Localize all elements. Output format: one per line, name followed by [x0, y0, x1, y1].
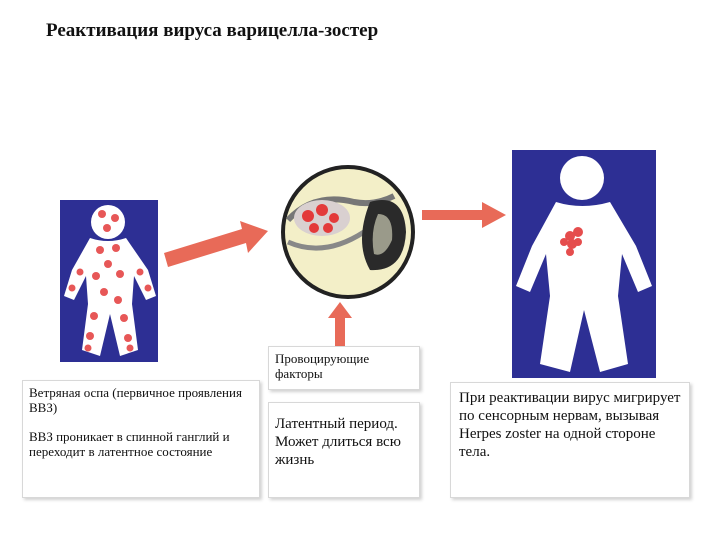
triggers-box: Провоцирующие факторы	[268, 346, 420, 390]
body-silhouette-icon	[64, 205, 156, 356]
latent-period-text: Латентный период. Может длиться всю жизн…	[275, 416, 401, 468]
reactivation-box: При реактивации вирус мигрирует по сенсо…	[450, 382, 690, 498]
primary-infection-text: Ветряная оспа (первичное проявления ВВЗ)	[29, 385, 242, 415]
reactivation-text: При реактивации вирус мигрирует по сенсо…	[459, 390, 681, 460]
arrow-right-icon	[164, 221, 268, 267]
primary-infection-box: Ветряная оспа (первичное проявления ВВЗ)…	[22, 380, 260, 498]
ganglion-image	[274, 162, 420, 300]
latent-state-text: ВВЗ проникает в спинной ганглий и перехо…	[29, 429, 230, 459]
zoster-figure	[512, 150, 656, 378]
arrow-up-icon	[328, 302, 352, 346]
arrow-right-icon	[422, 202, 506, 228]
chickenpox-figure	[60, 200, 158, 362]
triggers-text: Провоцирующие факторы	[275, 351, 370, 381]
page-title: Реактивация вируса варицелла-зостер	[46, 20, 379, 41]
latent-period-box: Латентный период. Может длиться всю жизн…	[268, 402, 420, 498]
body-silhouette-icon	[516, 156, 652, 372]
